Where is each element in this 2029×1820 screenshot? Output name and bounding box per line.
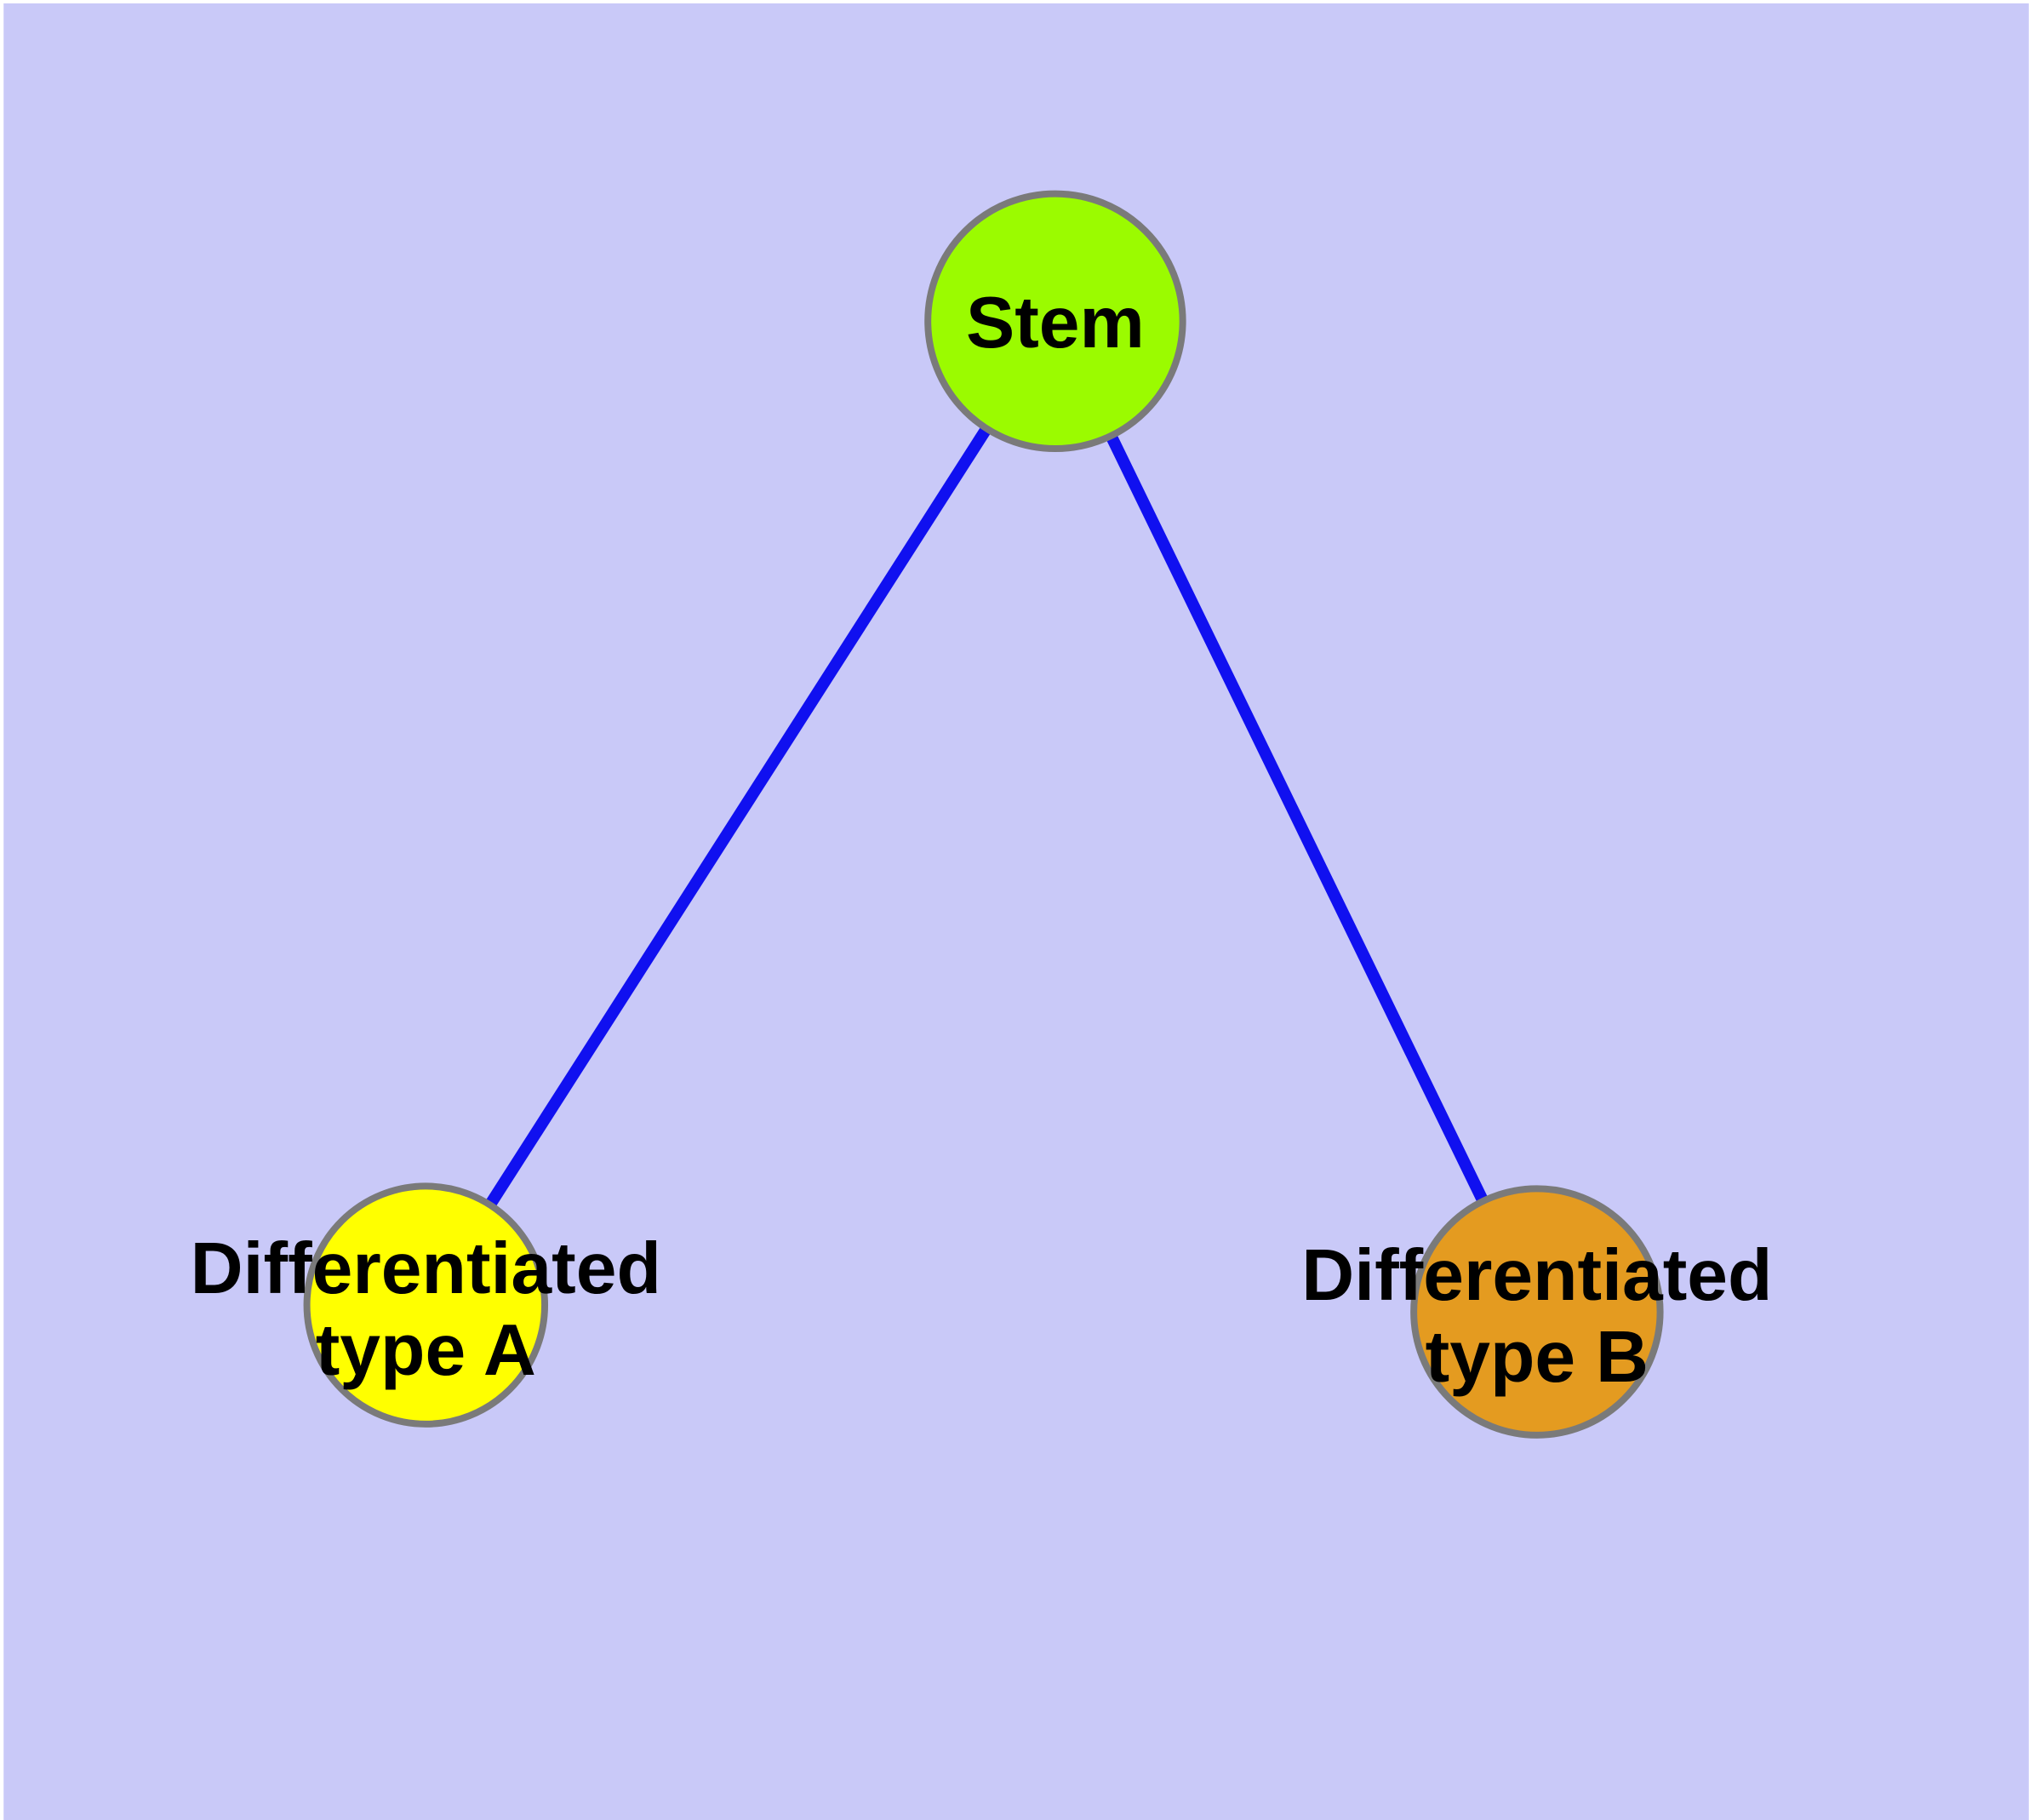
node-differentiated-type-a: [303, 1182, 549, 1428]
graph-diagram: Stem Differentiated type A Differentiate…: [3, 3, 2029, 1820]
edge-group: [420, 318, 1543, 1315]
node-group: [303, 190, 1664, 1439]
node-differentiated-type-b: [1410, 1185, 1664, 1439]
node-type-b-label-line1: Differentiated: [1301, 1234, 1772, 1316]
node-type-a-label-line1: Differentiated: [191, 1228, 661, 1309]
node-stem: [924, 190, 1186, 453]
node-type-b-label-line2: type B: [1426, 1316, 1649, 1398]
edge-stem-to-type-a: [420, 318, 1060, 1308]
node-type-a-label-line2: type A: [316, 1309, 536, 1391]
edge-stem-to-type-b: [1049, 318, 1543, 1315]
node-stem-label: Stem: [966, 282, 1145, 363]
node-label-group: Stem Differentiated type A Differentiate…: [191, 282, 1773, 1398]
